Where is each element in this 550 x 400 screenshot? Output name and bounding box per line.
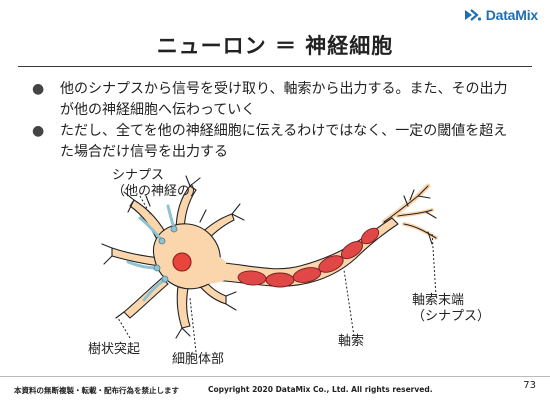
axon-terminal-label-line2: （シナプス） xyxy=(412,309,491,324)
footer-notice: 本資料の無断複製・転載・配布行為を禁止します xyxy=(14,386,179,395)
bullet-item: ● ただし、全てを他の神経細胞に伝えるわけではなく、一定の閾値を超え た場合だけ… xyxy=(18,121,533,163)
datamix-logo-icon xyxy=(464,9,481,21)
axon-label: 軸索 xyxy=(338,334,365,349)
bullet-text-line: 他のシナプスから信号を受け取り、軸索から出力する。また、その出力 xyxy=(60,81,508,97)
axon-terminal-label-line1: 軸索末端 xyxy=(412,293,465,308)
bullet-text-line: ただし、全てを他の神経細胞に伝えるわけではなく、一定の閾値を超え xyxy=(60,123,508,139)
synapse-label-line1: シナプス xyxy=(112,168,165,183)
logo: DataMix xyxy=(464,7,538,23)
myelin-sheath xyxy=(237,227,380,288)
bullet-text-line: が他の神経細胞へ伝わっていく xyxy=(60,102,256,118)
axon-terminal-label: 軸索末端 （シナプス） xyxy=(412,293,490,325)
leader-lines xyxy=(117,195,437,353)
footer-copyright: Copyright 2020 DataMix Co., Ltd. All rig… xyxy=(208,385,433,394)
slide-title: ニューロン ＝ 神経細胞 xyxy=(156,34,394,58)
bullet-marker: ● xyxy=(32,81,45,97)
title-divider xyxy=(18,66,532,67)
synapse-label: シナプス （他の神経の） xyxy=(112,168,203,200)
cell-body-label: 細胞体部 xyxy=(172,352,225,367)
axon-terminals xyxy=(381,183,438,245)
neuron-illustration xyxy=(101,175,438,353)
bullet-list: ● 他のシナプスから信号を受け取り、軸索から出力する。また、その出力 が他の神経… xyxy=(18,79,533,163)
dendrite-label: 樹状突起 xyxy=(88,342,141,357)
synapse-label-line2: （他の神経の） xyxy=(112,184,204,199)
nucleus xyxy=(172,252,192,272)
footer-divider xyxy=(0,376,550,377)
page-number: 73 xyxy=(523,380,536,391)
bullet-marker: ● xyxy=(32,123,45,139)
logo-text: DataMix xyxy=(485,7,538,23)
bullet-item: ● 他のシナプスから信号を受け取り、軸索から出力する。また、その出力 が他の神経… xyxy=(18,79,533,121)
bullet-text-line: た場合だけ信号を出力する xyxy=(60,144,228,160)
